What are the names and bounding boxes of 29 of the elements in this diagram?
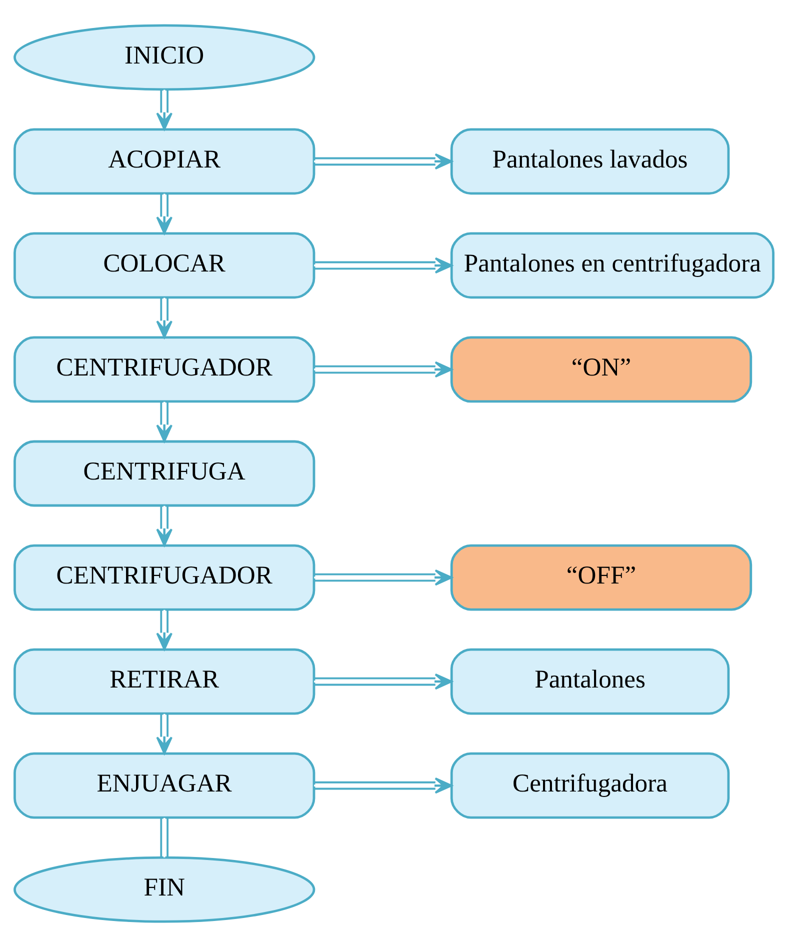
node-box: COLOCAR — [14, 232, 316, 299]
arrow — [314, 153, 452, 170]
node-ellipse: INICIO — [14, 24, 316, 91]
connector — [160, 818, 169, 858]
node-ellipse: FIN — [14, 856, 316, 923]
node-box: CENTRIFUGADOR — [14, 336, 316, 403]
arrow — [314, 673, 452, 690]
arrow — [156, 506, 173, 546]
node-box: CENTRIFUGADOR — [14, 544, 316, 611]
arrow — [156, 610, 173, 650]
node-box: ENJUAGAR — [14, 752, 316, 819]
arrow — [156, 298, 173, 338]
node-box: ACOPIAR — [14, 128, 316, 195]
arrow — [314, 777, 452, 794]
arrow — [156, 90, 173, 130]
node-box: RETIRAR — [14, 648, 316, 715]
arrow — [156, 194, 173, 234]
arrow — [314, 569, 452, 586]
node-box: “ON” — [450, 336, 752, 403]
node-box: Pantalones lavados — [450, 128, 730, 195]
arrow — [314, 257, 453, 274]
node-box: “OFF” — [450, 544, 752, 611]
node-box: Pantalones en centrifugadora — [450, 232, 774, 299]
arrow — [314, 361, 452, 378]
arrow — [156, 714, 173, 754]
node-box: Pantalones — [450, 648, 730, 715]
node-box: Centrifugadora — [450, 752, 730, 819]
node-box: CENTRIFUGA — [14, 440, 316, 507]
arrow — [156, 402, 173, 442]
